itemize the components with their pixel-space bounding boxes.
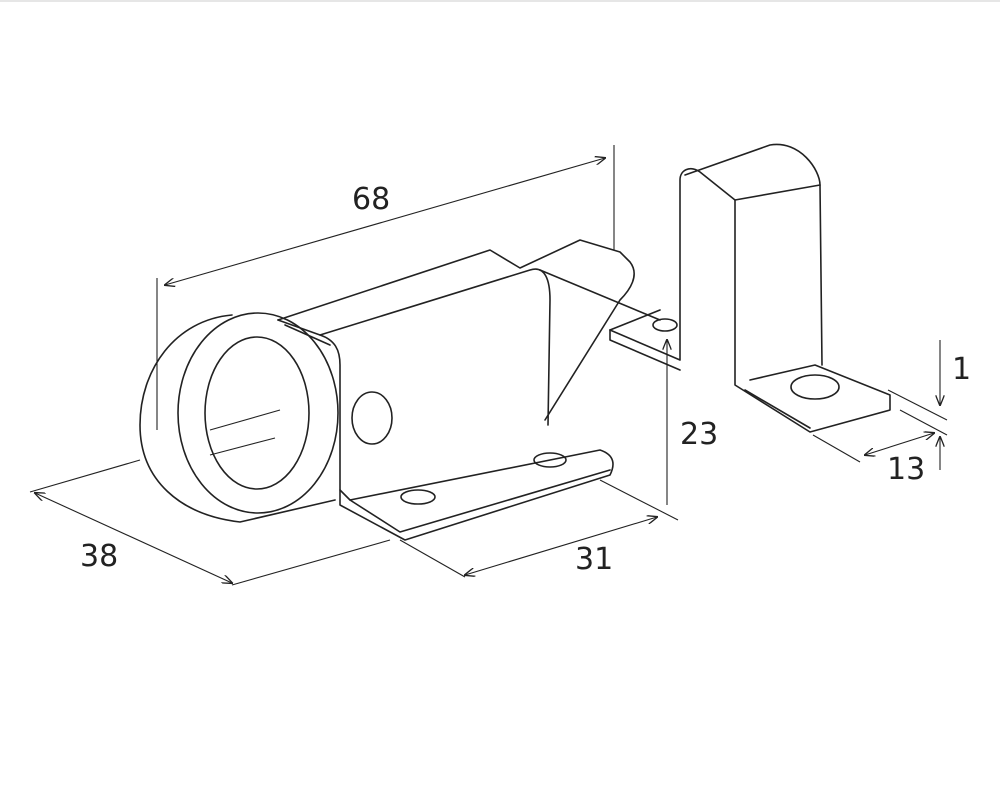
dimension-strike-width-label: 13 [887, 452, 926, 487]
ring-end [139, 312, 339, 523]
dimension-length-label: 68 [352, 182, 391, 217]
strike-plate [609, 143, 891, 433]
dimension-lines [29, 145, 948, 586]
dimension-height-label: 23 [680, 417, 719, 452]
dimension-depth-label: 38 [80, 539, 119, 574]
dimension-base-width-label: 31 [575, 542, 614, 577]
dimension-thickness-label: 1 [952, 352, 972, 387]
